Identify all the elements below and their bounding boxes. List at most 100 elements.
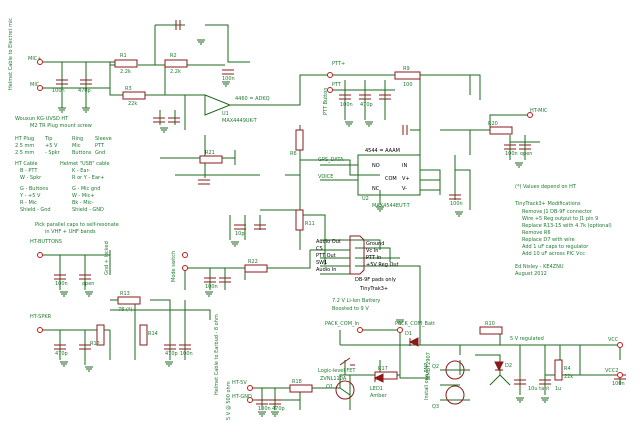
cap-value-c6: open xyxy=(520,151,532,157)
mod-5: Add 1 uF caps to regulator xyxy=(522,244,589,250)
label-layer: Helmet Cable to Electret mic MIC+ MIC PT… xyxy=(8,18,625,420)
resistor-r20-body xyxy=(489,126,513,135)
author-name: Ed Nisley - KE4ZNU xyxy=(515,264,564,270)
net-pack-com-in: PACK_COM_In xyxy=(325,321,359,327)
resonate-note-1: Pick parallel caps to self-resonate xyxy=(35,222,119,228)
cap-value-c5: 100n xyxy=(505,151,518,157)
cap-value-c3: 100n xyxy=(340,102,353,108)
cap-value-c15: 470p xyxy=(272,406,285,412)
cable-elec-label: Helmet Cable to Electret mic xyxy=(8,18,14,90)
u2-pin-vplus: V+ xyxy=(402,176,410,182)
resistor-r1-body xyxy=(114,59,138,68)
q2-ref: Q2 xyxy=(432,364,439,370)
r1-ref: R1 xyxy=(120,53,127,59)
resonate-note-2: in VHF + UHF bands xyxy=(45,229,96,235)
q2-part: MMBT2907 xyxy=(426,352,432,380)
cap-value-c17: 1u xyxy=(555,386,561,392)
net-ht-buttons: HT-BUTTONS xyxy=(30,239,62,245)
q1-part: ZVNL110A xyxy=(320,376,347,382)
plug-header-2: Ring xyxy=(72,136,83,142)
battery-label-1: 7.2 V Li-Ion Battery xyxy=(332,298,380,304)
tinytrak-pin-audio-out: Audio Out xyxy=(316,239,341,245)
resistor-r2-body xyxy=(164,59,188,68)
resistor-r12-body xyxy=(96,324,105,346)
plug-row-1-1: - Spkr xyxy=(45,150,61,156)
u2-part: MAX4544EUT-T xyxy=(372,203,411,209)
resistor-r3-body xyxy=(122,91,146,100)
tinytrak-pin-sw1: SW1 xyxy=(316,260,327,266)
r13-value: 78 (*) xyxy=(118,307,132,313)
u2-pin-nc: NC xyxy=(372,186,380,192)
plug-row-0-3: PTT xyxy=(95,143,105,149)
cable-row-1-0: W - Spkr xyxy=(20,175,42,181)
r9-ref: R9 xyxy=(403,66,410,72)
ptt-switch xyxy=(339,357,355,366)
net-voice: VOICE xyxy=(318,174,333,180)
d1-ref: D1 xyxy=(405,331,412,337)
resistor-r18-body xyxy=(289,384,313,393)
gnd-locked-label: Gnd + locked xyxy=(104,241,110,275)
cap-value-c1: 100n xyxy=(52,88,65,94)
tinytrak-pin-vc-in: Vc In xyxy=(366,248,378,254)
cap-value-c8: 100n xyxy=(55,281,68,287)
led1-color: Amber xyxy=(370,393,388,399)
resistor-r10-body xyxy=(479,326,503,335)
cap-value-c11: 470p xyxy=(165,351,178,357)
component-layer xyxy=(37,20,626,417)
battery-label-2: Boosted to 9 V xyxy=(332,306,369,312)
resistor-r13-body xyxy=(117,296,141,305)
r6-ref: R6 xyxy=(290,151,297,157)
r2-ref: R2 xyxy=(170,53,177,59)
q1-ref: Q1 xyxy=(326,384,333,390)
r13-ref: R13 xyxy=(120,291,130,297)
u2-ref: U2 xyxy=(362,196,369,202)
u2-pin-com: COM xyxy=(385,176,397,182)
u2-label: 4544 = AAAM xyxy=(365,148,400,154)
mod-2: Replace R13-15 with 4.7k (optional) xyxy=(522,223,612,229)
resistor-r21-body xyxy=(199,155,223,164)
plug-title-1: Wouxun KG-UVSD HT xyxy=(15,116,69,122)
r3-ref: R3 xyxy=(125,86,132,92)
plug-header-0: HT Plug xyxy=(15,136,34,142)
r4-value: 22k xyxy=(564,374,573,380)
net-pack-com-batt: PACK_COM_Batt xyxy=(395,321,435,327)
net-vcc: VCC xyxy=(608,337,619,343)
tinytrak-pin-5v-out: +5V Reg Out xyxy=(366,262,399,268)
net-vcc2: VCC2 xyxy=(605,368,619,374)
r3-value: 22k xyxy=(128,101,137,107)
net-ht-gnd: HT-GND xyxy=(232,394,252,400)
cap-value-c4: 470p xyxy=(360,102,373,108)
r10-ref: R10 xyxy=(485,321,495,327)
cable-row-4-0: Y - +5 V xyxy=(19,193,41,199)
cable-row-5-0: R - Mic xyxy=(20,200,37,206)
u2-pin-vminus: V- xyxy=(402,186,407,192)
resistor-r11-body xyxy=(295,209,304,231)
tinytrak-pin-ptt-out: PTT Out xyxy=(316,253,336,259)
r2-value: 2.2k xyxy=(170,69,181,75)
cable-header-0: HT Cable xyxy=(15,161,38,167)
wire-layer xyxy=(40,24,621,410)
net-5v-regulated: 5 V regulated xyxy=(510,336,544,342)
mod-4: Replace D7 with wire xyxy=(522,237,575,243)
d2-ref: D2 xyxy=(505,363,512,369)
cable-row-4-1: W - Mic+ xyxy=(72,193,95,199)
install-pnp-label: Install one PNP xyxy=(424,363,430,400)
r1-value: 2.2k xyxy=(120,69,131,75)
q3-body xyxy=(445,385,465,405)
cable-row-6-1: Shield - GND xyxy=(72,207,104,213)
plug-title-2: M2 TR Plug mount screw xyxy=(30,123,92,129)
d2-body xyxy=(494,361,504,372)
cable-row-0-0: B - PTT xyxy=(20,168,38,174)
net-ptt: PTT xyxy=(332,82,342,88)
tinytrak-pin-audio-in: Audio In xyxy=(316,267,336,273)
tinytrak-name: TinyTrak3+ xyxy=(359,286,388,292)
r14-ref: R14 xyxy=(148,331,158,337)
net-ptt-plus: PTT+ xyxy=(332,61,345,67)
d1-body xyxy=(408,337,419,347)
tinytrak-pin-cs: CS xyxy=(316,246,323,252)
cap-value-c13: 100n xyxy=(205,284,218,290)
cable-row-5-1: Bk - Mic- xyxy=(72,200,94,206)
cap-value-c9: open xyxy=(82,281,94,287)
plug-row-1-2: Buttons xyxy=(72,150,92,156)
